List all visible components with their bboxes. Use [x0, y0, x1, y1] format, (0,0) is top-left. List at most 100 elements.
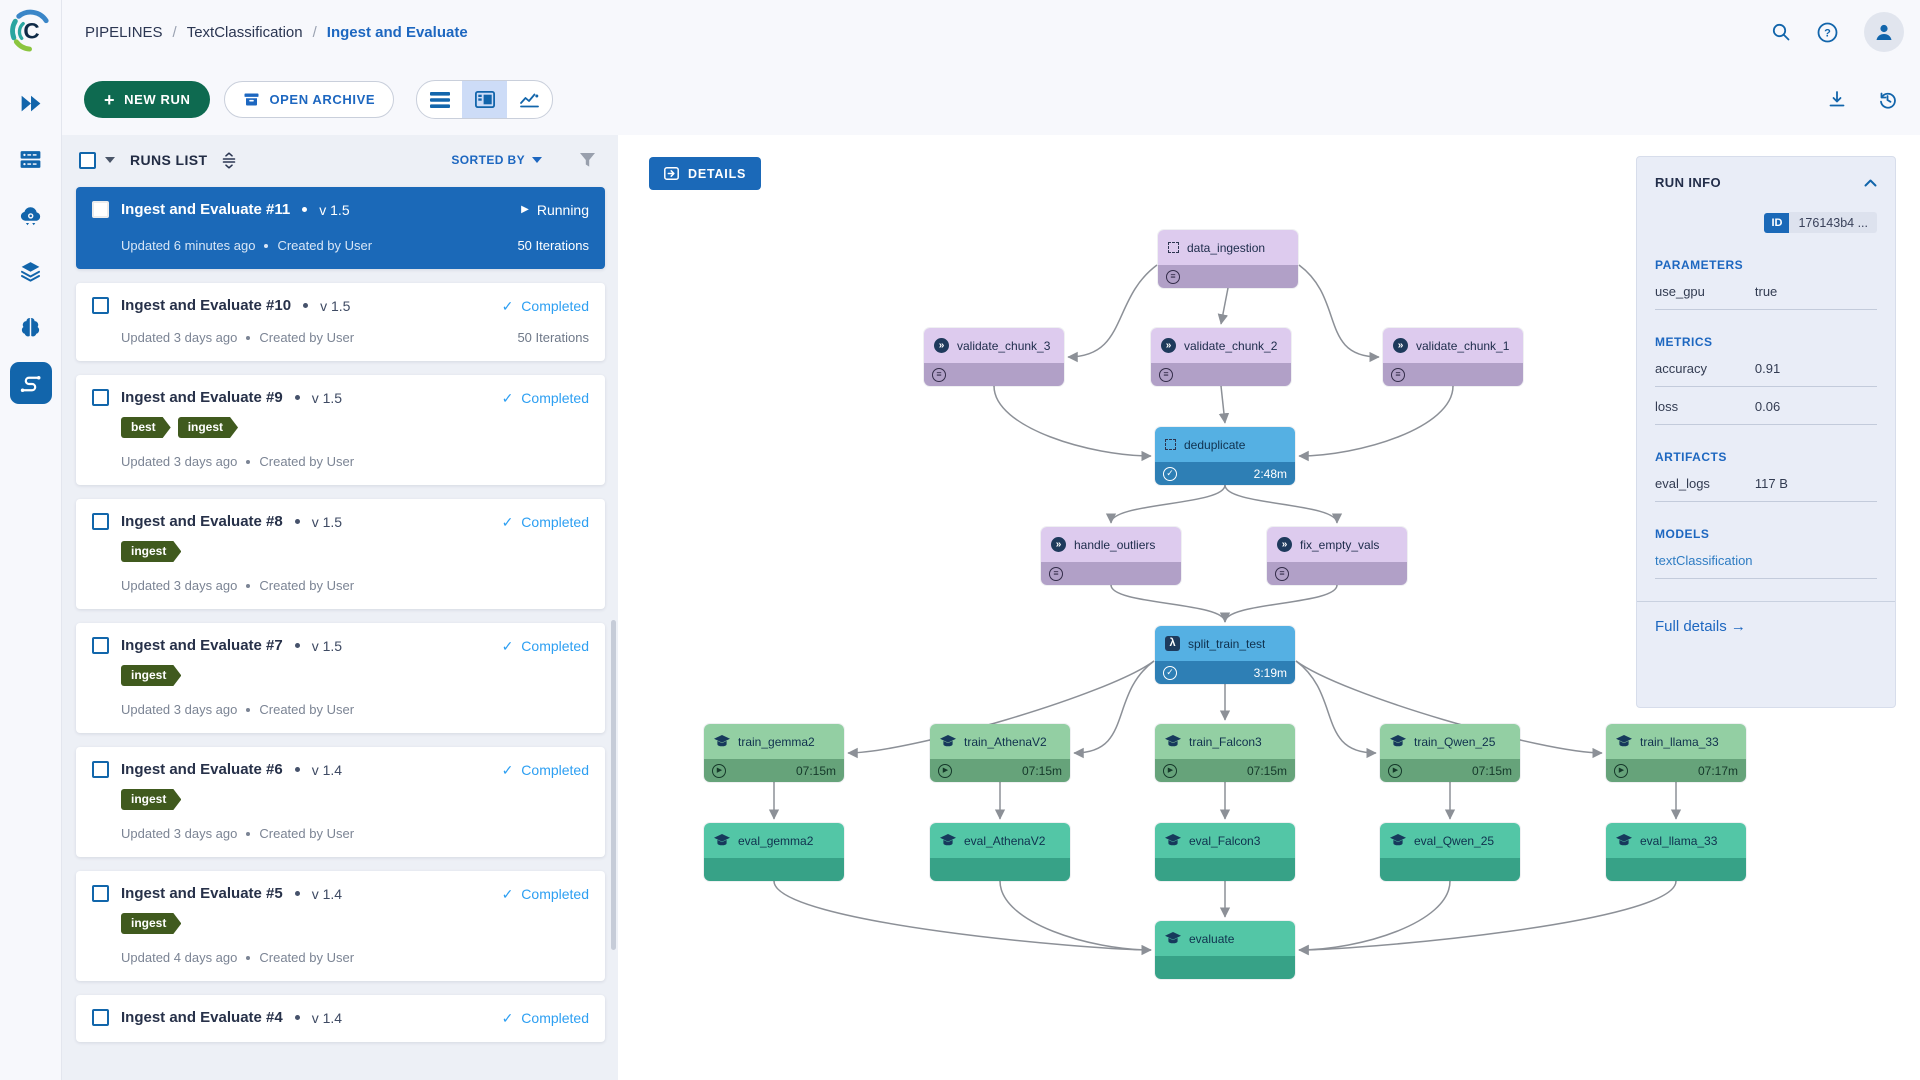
- check-icon: ✓: [501, 637, 514, 654]
- pipeline-node-eval_Falcon3[interactable]: eval_Falcon3: [1155, 823, 1295, 881]
- dataset-icon: [1165, 439, 1176, 450]
- pipeline-node-validate_chunk_1[interactable]: »validate_chunk_1≡: [1383, 328, 1523, 386]
- pipeline-node-fix_empty_vals[interactable]: »fix_empty_vals≡: [1267, 527, 1407, 585]
- run-checkbox[interactable]: [92, 761, 109, 778]
- run-status-badge: ✓Completed: [502, 514, 589, 530]
- history-icon[interactable]: [1877, 89, 1898, 110]
- chevron-down-icon[interactable]: [105, 157, 115, 163]
- node-status-bar: ▶07:15m: [1380, 759, 1520, 782]
- pipeline-node-evaluate[interactable]: evaluate: [1155, 921, 1295, 979]
- run-tag[interactable]: ingest: [121, 789, 181, 810]
- pipeline-node-validate_chunk_3[interactable]: »validate_chunk_3≡: [924, 328, 1064, 386]
- pipeline-node-deduplicate[interactable]: deduplicate✓2:48m: [1155, 427, 1295, 485]
- section-header-metrics: METRICS: [1655, 335, 1713, 349]
- run-tag[interactable]: best: [121, 417, 171, 438]
- sidebar-item-pipelines[interactable]: [9, 362, 52, 404]
- runs-scrollbar[interactable]: [611, 620, 616, 950]
- full-details-link[interactable]: Full details →: [1655, 618, 1746, 635]
- search-icon[interactable]: [1771, 22, 1791, 42]
- sidebar-item-models[interactable]: [10, 306, 52, 348]
- run-tag[interactable]: ingest: [178, 417, 238, 438]
- pipeline-node-eval_llama_33[interactable]: eval_llama_33: [1606, 823, 1746, 881]
- pipeline-node-handle_outliers[interactable]: »handle_outliers≡: [1041, 527, 1181, 585]
- run-status-badge: ✓Completed: [502, 638, 589, 654]
- run-checkbox[interactable]: [92, 513, 109, 530]
- section-header-models: MODELS: [1655, 527, 1710, 541]
- open-archive-button[interactable]: OPEN ARCHIVE: [224, 81, 395, 118]
- download-icon[interactable]: [1827, 89, 1847, 110]
- pipeline-node-train_Qwen_25[interactable]: train_Qwen_25 ▶07:15m: [1380, 724, 1520, 782]
- run-checkbox[interactable]: [92, 389, 109, 406]
- training-cap-icon: [1165, 932, 1181, 945]
- node-status-bar: ✓3:19m: [1155, 661, 1295, 684]
- run-tag[interactable]: ingest: [121, 665, 181, 686]
- run-status-badge: ✓Completed: [502, 886, 589, 902]
- table-view-button[interactable]: [417, 81, 462, 118]
- breadcrumb-project[interactable]: TextClassification: [186, 23, 303, 41]
- node-label: eval_llama_33: [1640, 833, 1718, 848]
- pipeline-canvas[interactable]: data_ingestion≡ »validate_chunk_3≡ »valida…: [618, 135, 1920, 1080]
- node-label: train_Qwen_25: [1414, 734, 1496, 749]
- run-checkbox[interactable]: [92, 201, 109, 218]
- view-toggle: [416, 80, 554, 119]
- new-run-button[interactable]: + NEW RUN: [84, 81, 211, 118]
- pipeline-node-data_ingestion[interactable]: data_ingestion≡: [1158, 230, 1298, 288]
- split-view-button[interactable]: [462, 81, 508, 118]
- run-checkbox[interactable]: [92, 885, 109, 902]
- filter-icon[interactable]: [579, 152, 596, 168]
- sidebar-item-projects[interactable]: [10, 82, 52, 124]
- pipeline-node-train_gemma2[interactable]: train_gemma2▶07:15m: [704, 724, 844, 782]
- pipeline-node-train_llama_33[interactable]: train_llama_33▶07:17m: [1606, 724, 1746, 782]
- user-avatar[interactable]: [1864, 12, 1904, 52]
- run-author: Created by User: [259, 950, 355, 965]
- run-step-icon: »: [1161, 338, 1176, 353]
- details-button[interactable]: DETAILS: [649, 157, 762, 190]
- select-all-checkbox[interactable]: [79, 151, 96, 169]
- sort-icon[interactable]: [221, 151, 237, 169]
- check-icon: ✓: [501, 1009, 514, 1026]
- help-icon[interactable]: ?: [1817, 22, 1838, 43]
- model-link[interactable]: textClassification: [1655, 553, 1753, 568]
- run-tag[interactable]: ingest: [121, 541, 181, 562]
- pipeline-node-eval_Qwen_25[interactable]: eval_Qwen_25: [1380, 823, 1520, 881]
- sorted-by-label: SORTED BY: [451, 153, 525, 167]
- pipeline-node-train_Falcon3[interactable]: train_Falcon3▶07:15m: [1155, 724, 1295, 782]
- run-step-icon: »: [934, 338, 949, 353]
- run-checkbox[interactable]: [92, 1009, 109, 1026]
- run-tags: ingest: [121, 789, 589, 810]
- sidebar-item-datasets[interactable]: [10, 250, 52, 292]
- pipeline-node-train_AthenaV2[interactable]: train_AthenaV2▶07:15m: [930, 724, 1070, 782]
- pipeline-node-validate_chunk_2[interactable]: »validate_chunk_2≡: [1151, 328, 1291, 386]
- clearml-logo-icon[interactable]: C: [7, 7, 54, 54]
- chevron-up-icon[interactable]: [1864, 179, 1877, 187]
- breadcrumb-pipelines[interactable]: PIPELINES: [85, 23, 163, 41]
- run-updated: Updated 6 minutes ago: [121, 238, 256, 253]
- pipeline-node-eval_AthenaV2[interactable]: eval_AthenaV2: [930, 823, 1070, 881]
- run-status-badge: ✓Completed: [502, 298, 589, 314]
- id-value[interactable]: 176143b4 ...: [1789, 212, 1877, 233]
- node-label: eval_Falcon3: [1189, 833, 1261, 848]
- run-status-label: Completed: [521, 761, 589, 778]
- chart-view-button[interactable]: [507, 81, 552, 118]
- pipeline-node-eval_gemma2[interactable]: eval_gemma2: [704, 823, 844, 881]
- run-checkbox[interactable]: [92, 297, 109, 314]
- sidebar-item-workers-queues[interactable]: [10, 138, 52, 180]
- run-tag[interactable]: ingest: [121, 913, 181, 934]
- run-status-badge: ▶Running: [521, 202, 589, 218]
- sidebar-item-autoscalers[interactable]: [10, 194, 52, 236]
- sorted-by-dropdown[interactable]: SORTED BY: [451, 153, 542, 167]
- node-duration: 07:15m: [795, 763, 836, 778]
- run-checkbox[interactable]: [92, 637, 109, 654]
